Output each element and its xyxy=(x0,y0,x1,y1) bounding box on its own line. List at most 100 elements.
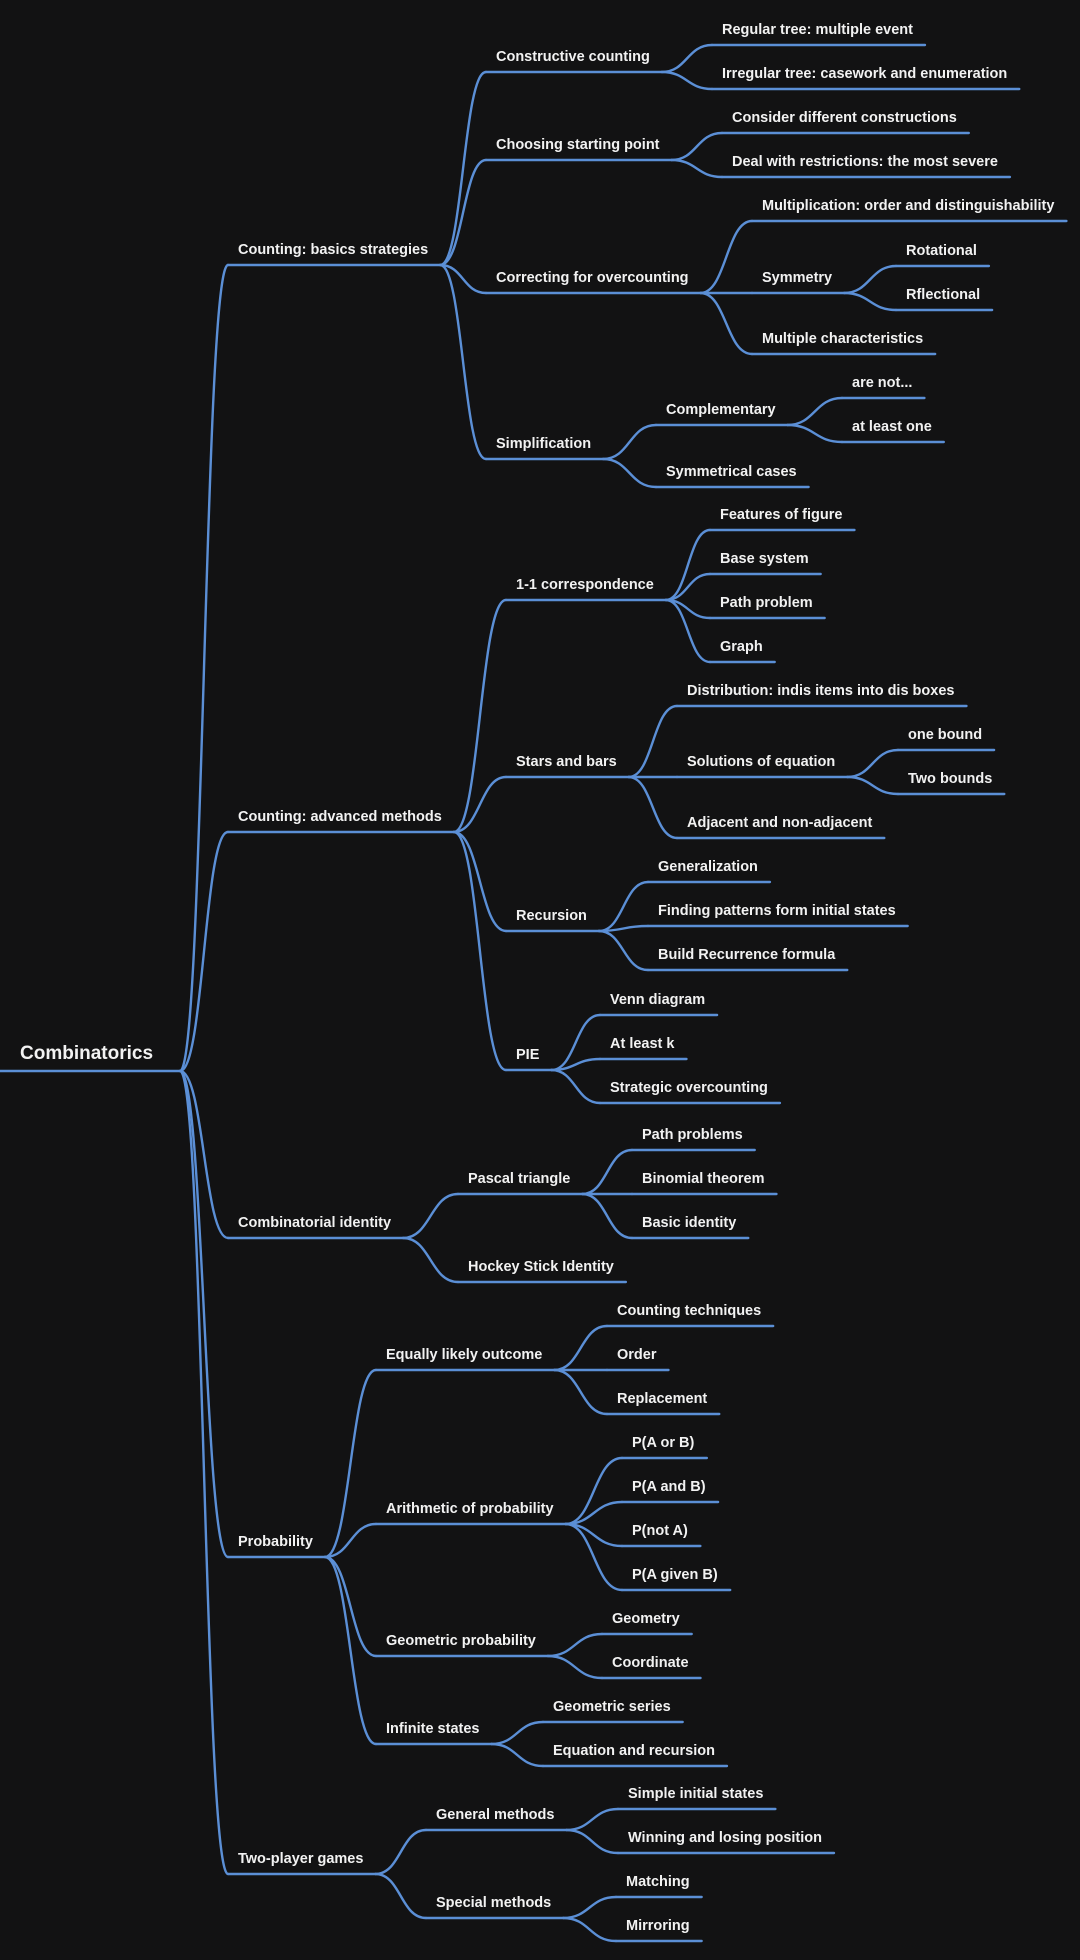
connector-p-a-given-b xyxy=(564,1522,624,1592)
connector-hockey-stick-identity xyxy=(401,1236,460,1284)
node-two-bounds[interactable]: Two bounds xyxy=(908,771,993,787)
node-simplification[interactable]: Simplification xyxy=(496,436,592,452)
node-pascal-triangle[interactable]: Pascal triangle xyxy=(468,1171,571,1187)
node-are-not[interactable]: are not... xyxy=(852,375,913,391)
node-p-not-a[interactable]: P(not A) xyxy=(632,1523,688,1539)
node-at-least-one[interactable]: at least one xyxy=(852,419,932,435)
connector-constructive-counting xyxy=(438,70,488,267)
node-strategic-overcounting[interactable]: Strategic overcounting xyxy=(610,1080,768,1096)
node-probability[interactable]: Probability xyxy=(238,1534,313,1550)
node-choosing-starting-point[interactable]: Choosing starting point xyxy=(496,137,660,153)
node-graph[interactable]: Graph xyxy=(720,639,763,655)
node-counting-techniques[interactable]: Counting techniques xyxy=(617,1303,762,1319)
node-one-bound[interactable]: one bound xyxy=(908,727,983,743)
node-special-methods[interactable]: Special methods xyxy=(436,1895,552,1911)
node-order[interactable]: Order xyxy=(617,1347,657,1363)
node-winning-and-losing-position[interactable]: Winning and losing position xyxy=(628,1830,822,1846)
node-counting-basics-strategies[interactable]: Counting: basics strategies xyxy=(238,242,429,258)
node-mirroring[interactable]: Mirroring xyxy=(626,1918,690,1934)
node-equation-and-recursion[interactable]: Equation and recursion xyxy=(553,1743,715,1759)
connector-general-methods xyxy=(374,1828,428,1876)
connector-equation-and-recursion xyxy=(490,1742,545,1768)
node-path-problem[interactable]: Path problem xyxy=(720,595,813,611)
node-symmetrical-cases[interactable]: Symmetrical cases xyxy=(666,464,797,480)
node-binomial-theorem[interactable]: Binomial theorem xyxy=(642,1171,765,1187)
node-constructive-counting[interactable]: Constructive counting xyxy=(496,49,650,65)
connector-irregular-tree-casework-and-enumeration xyxy=(660,70,714,91)
connector-infinite-states xyxy=(323,1555,378,1746)
node-generalization[interactable]: Generalization xyxy=(658,859,758,875)
node-deal-with-restrictions-the-most-severe[interactable]: Deal with restrictions: the most severe xyxy=(732,154,998,170)
node-consider-different-constructions[interactable]: Consider different constructions xyxy=(732,110,957,126)
node-p-a-or-b[interactable]: P(A or B) xyxy=(632,1435,695,1451)
connector-correcting-for-overcounting xyxy=(438,263,488,295)
node-path-problems[interactable]: Path problems xyxy=(642,1127,743,1143)
node-finding-patterns-form-initial-states[interactable]: Finding patterns form initial states xyxy=(658,903,896,919)
connector-counting-techniques xyxy=(553,1324,609,1372)
node-pie[interactable]: PIE xyxy=(516,1047,540,1063)
node-multiple-characteristics[interactable]: Multiple characteristics xyxy=(762,331,924,347)
node-regular-tree-multiple-event[interactable]: Regular tree: multiple event xyxy=(722,22,913,38)
connector-recursion xyxy=(452,830,508,933)
node-two-player-games[interactable]: Two-player games xyxy=(238,1851,364,1867)
node-symmetry[interactable]: Symmetry xyxy=(762,270,833,286)
node-stars-and-bars[interactable]: Stars and bars xyxy=(516,754,617,770)
node-geometric-series[interactable]: Geometric series xyxy=(553,1699,671,1715)
node-irregular-tree-casework-and-enumeration[interactable]: Irregular tree: casework and enumeration xyxy=(722,66,1008,82)
node-venn-diagram[interactable]: Venn diagram xyxy=(610,992,706,1008)
connector-special-methods xyxy=(374,1872,428,1920)
connector-choosing-starting-point xyxy=(438,158,488,267)
node-base-system[interactable]: Base system xyxy=(720,551,809,567)
node-equally-likely-outcome[interactable]: Equally likely outcome xyxy=(386,1347,543,1363)
connector-geometric-probability xyxy=(323,1555,378,1658)
node-matching[interactable]: Matching xyxy=(626,1874,690,1890)
node-geometry[interactable]: Geometry xyxy=(612,1611,680,1627)
node-1-1-correspondence[interactable]: 1-1 correspondence xyxy=(516,577,654,593)
connector-probability xyxy=(178,1069,230,1559)
node-infinite-states[interactable]: Infinite states xyxy=(386,1721,480,1737)
connector-coordinate xyxy=(546,1654,604,1680)
node-simple-initial-states[interactable]: Simple initial states xyxy=(628,1786,764,1802)
connector-p-a-or-b xyxy=(564,1456,624,1526)
node-multiplication-order-and-distinguishability[interactable]: Multiplication: order and distinguishabi… xyxy=(762,198,1055,214)
node-adjacent-and-non-adjacent[interactable]: Adjacent and non-adjacent xyxy=(687,815,873,831)
node-p-a-given-b[interactable]: P(A given B) xyxy=(632,1567,718,1583)
node-distribution-indis-items-into-dis-boxes[interactable]: Distribution: indis items into dis boxes xyxy=(687,683,955,699)
node-general-methods[interactable]: General methods xyxy=(436,1807,555,1823)
node-hockey-stick-identity[interactable]: Hockey Stick Identity xyxy=(468,1259,614,1275)
node-solutions-of-equation[interactable]: Solutions of equation xyxy=(687,754,836,770)
node-basic-identity[interactable]: Basic identity xyxy=(642,1215,737,1231)
node-at-least-k[interactable]: At least k xyxy=(610,1036,675,1052)
connector-features-of-figure xyxy=(664,528,712,602)
node-arithmetic-of-probability[interactable]: Arithmetic of probability xyxy=(386,1501,554,1517)
node-build-recurrence-formula[interactable]: Build Recurrence formula xyxy=(658,947,836,963)
node-features-of-figure[interactable]: Features of figure xyxy=(720,507,843,523)
connector-geometry xyxy=(546,1632,604,1658)
node-correcting-for-overcounting[interactable]: Correcting for overcounting xyxy=(496,270,689,286)
root-topic[interactable]: Combinatorics xyxy=(20,1043,154,1064)
node-replacement[interactable]: Replacement xyxy=(617,1391,708,1407)
connector-regular-tree-multiple-event xyxy=(660,43,714,74)
node-p-a-and-b[interactable]: P(A and B) xyxy=(632,1479,706,1495)
node-coordinate[interactable]: Coordinate xyxy=(612,1655,689,1671)
connector-two-bounds xyxy=(846,775,900,796)
connector-graph xyxy=(664,598,712,664)
connector-pascal-triangle xyxy=(401,1192,460,1240)
node-rotational[interactable]: Rotational xyxy=(906,243,977,259)
connector-arithmetic-of-probability xyxy=(323,1522,378,1559)
node-counting-advanced-methods[interactable]: Counting: advanced methods xyxy=(238,809,442,825)
connector-one-bound xyxy=(846,748,900,779)
node-complementary[interactable]: Complementary xyxy=(666,402,776,418)
node-recursion[interactable]: Recursion xyxy=(516,908,587,924)
node-combinatorial-identity[interactable]: Combinatorial identity xyxy=(238,1215,392,1231)
connector-simplification xyxy=(438,263,488,461)
connector-generalization xyxy=(597,880,650,933)
connector-combinatorial-identity xyxy=(178,1069,230,1240)
connector-pie xyxy=(452,830,508,1072)
node-geometric-probability[interactable]: Geometric probability xyxy=(386,1633,536,1649)
connector-consider-different-constructions xyxy=(670,131,724,162)
connector-distribution-indis-items-into-dis-boxes xyxy=(627,704,679,779)
node-rflectional[interactable]: Rflectional xyxy=(906,287,981,303)
connector-at-least-one xyxy=(786,423,844,444)
